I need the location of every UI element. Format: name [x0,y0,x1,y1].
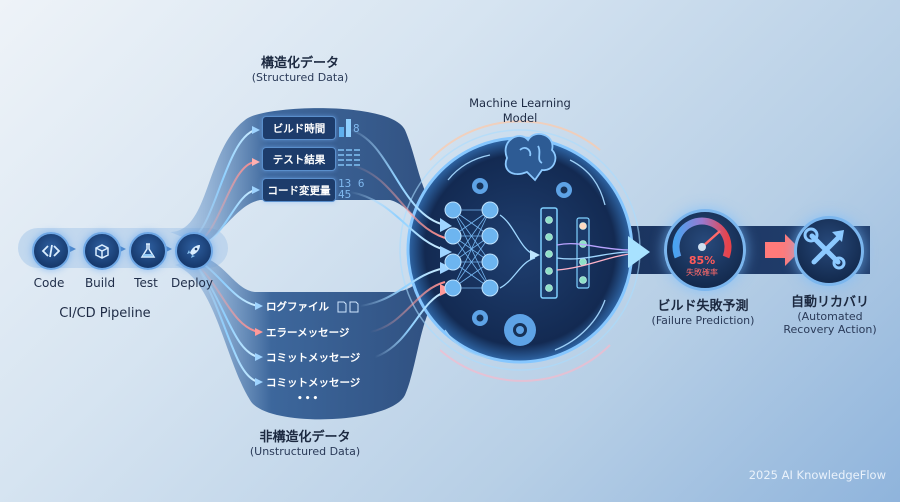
structured-item-build-time[interactable]: ビルド時間 [262,116,336,140]
recovery-title-jp: 自動リカバリ [790,295,869,310]
code-brackets-icon [41,244,61,258]
structured-item-code-changes[interactable]: コード変更量 [262,178,336,202]
stage-label-build: Build [84,276,116,290]
gauge-icon [672,217,732,259]
deploy-stage[interactable] [175,232,213,270]
failure-probability-value: 85% [688,254,716,267]
code-changes-value: 13 6 45 [338,177,365,201]
wrench-arrow-icon [803,227,846,270]
recovery-title-en-line2: Recovery Action) [783,323,877,336]
prediction-title-jp: ビルド失敗予測 [657,299,749,314]
bar-chart-icon [339,119,351,137]
gear-icon [472,178,572,346]
arrow-right-icon [785,234,801,266]
structured-title-jp: 構造化データ [260,56,339,71]
structured-item-test-results[interactable]: テスト結果 [262,147,336,171]
rocket-icon [187,245,200,258]
ml-model-title: Machine Learning Model [450,96,590,126]
ml-model-title-line2: Model [502,111,538,125]
more-items-ellipsis: ••• [297,394,321,404]
stage-label-deploy: Deploy [170,276,214,290]
recovery-title-en: (Automated Recovery Action) [770,310,890,336]
unstructured-item-commit-message-1[interactable]: コミットメッセージ [266,352,361,364]
stage-label-test: Test [134,276,158,290]
stage-label-code: Code [33,276,65,290]
ml-model-title-line1: Machine Learning [469,96,571,110]
failure-probability-label: 失敗確率 [686,268,718,277]
prediction-title-en: (Failure Prediction) [651,314,755,327]
build-stage[interactable] [83,232,121,270]
structured-title-en: (Structured Data) [251,71,349,84]
grid-table-icon [338,149,360,166]
code-stage[interactable] [32,232,70,270]
brain-icon [504,133,557,182]
pipeline-title: CI/CD Pipeline [59,306,151,321]
package-gear-icon [95,244,109,259]
unstructured-title-en: (Unstructured Data) [249,445,361,458]
layer-column-icon [540,207,590,299]
unstructured-item-error-message[interactable]: エラーメッセージ [266,327,350,339]
recovery-action[interactable] [794,216,864,286]
failure-gauge[interactable]: 85% 失敗確率 [664,209,746,291]
unstructured-title-jp: 非構造化データ [259,430,351,445]
test-stage[interactable] [129,232,167,270]
credit-text: 2025 AI KnowledgeFlow [748,468,886,482]
document-icon [337,301,359,313]
flask-icon [140,243,156,258]
unstructured-item-commit-message-2[interactable]: コミットメッセージ [266,377,361,389]
unstructured-item-log-file[interactable]: ログファイル [266,299,361,314]
log-file-label: ログファイル [266,301,329,313]
build-time-value: 8 [353,122,360,135]
recovery-title-en-line1: (Automated [797,310,863,323]
output-arrow-icon [628,236,650,268]
